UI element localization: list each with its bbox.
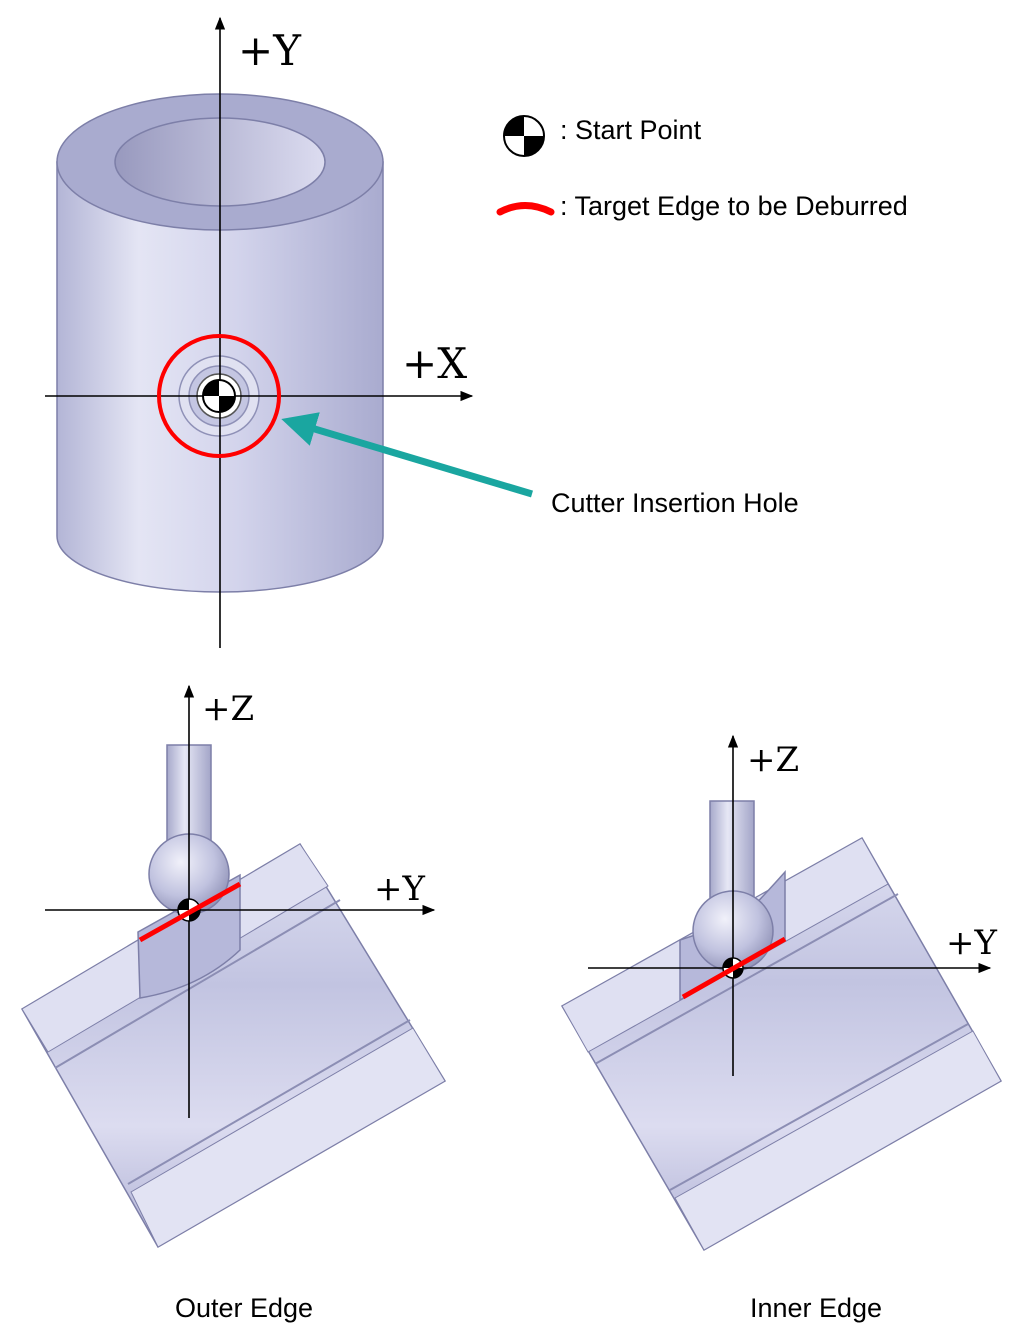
inner-edge-view: +Z +Y Inner Edge	[560, 734, 1003, 1323]
legend: : Start Point : Target Edge to be Deburr…	[496, 115, 908, 221]
legend-start-point-label: : Start Point	[560, 115, 702, 145]
target-edge-line	[138, 881, 242, 943]
callout-arrow	[281, 412, 534, 498]
outer-edge-caption: Outer Edge	[175, 1293, 313, 1323]
target-edge-legend-icon	[496, 202, 555, 216]
axis-y-label: +Y	[946, 923, 997, 963]
callout-label: Cutter Insertion Hole	[551, 488, 799, 518]
axis-y-label: +Y	[374, 869, 425, 909]
start-point-legend-icon	[503, 115, 545, 157]
legend-target-edge-label: : Target Edge to be Deburred	[560, 191, 908, 221]
axis-z-label: +Z	[747, 740, 799, 780]
target-edge-line	[681, 936, 787, 1000]
axis-y-label: +Y	[238, 26, 302, 75]
inner-edge-caption: Inner Edge	[750, 1293, 882, 1323]
start-point-icon	[202, 379, 236, 413]
axis-x-label: +X	[402, 339, 467, 388]
top-view: +Y +X Cutter Insertion Hole	[45, 16, 799, 648]
outer-edge-view: +Z +Y Outer Edge	[20, 684, 447, 1323]
axis-z-label: +Z	[202, 689, 254, 729]
target-circle-marker	[157, 334, 281, 458]
